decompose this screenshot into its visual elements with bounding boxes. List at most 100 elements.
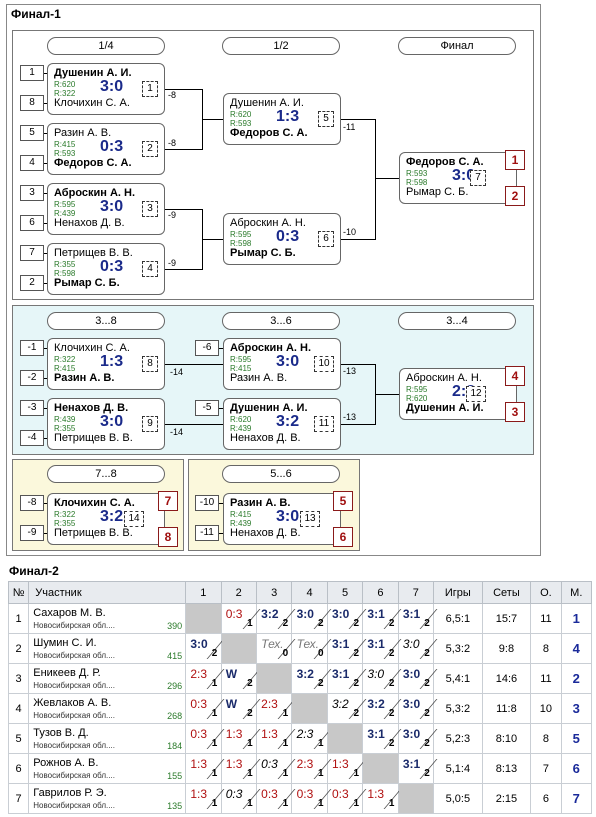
points-cell: 7 — [530, 753, 562, 784]
match-11[interactable]: Душенин А. И. R:620 3:2 R:439 Ненахов Д.… — [223, 398, 341, 450]
participant-cell[interactable]: Гаврилов Р. Э.Новосибирская обл....135 — [28, 783, 187, 814]
rating-bottom: R:415 — [230, 364, 252, 373]
result-cell[interactable]: Тех.0 — [291, 633, 331, 664]
header-col-2: 2 — [220, 581, 257, 604]
match-10[interactable]: Аброскин А. Н. R:595 3:0 R:415 Разин А. … — [223, 338, 341, 390]
stage-5-6: 5...6 — [222, 465, 340, 483]
rating-bottom: R:439 — [230, 519, 252, 528]
participant-cell[interactable]: Еникеев Д. Р.Новосибирская обл....296 — [28, 663, 187, 694]
match-1[interactable]: Душенин А. И. R:620 3:0 R:322 Клочихин С… — [47, 63, 165, 115]
match-5[interactable]: Душенин А. И. R:620 1:3 R:593 Федоров С.… — [223, 93, 341, 145]
result-score: 3:0 — [332, 607, 350, 621]
result-score: Тех. — [261, 637, 284, 651]
rating-bottom: R:355 — [54, 424, 76, 433]
place-badge: 3 — [505, 402, 525, 422]
match-6[interactable]: Аброскин А. Н. R:595 0:3 R:598 Рымар С. … — [223, 213, 341, 265]
match-12[interactable]: Аброскин А. Н. R:595 2:3 R:620 Душенин А… — [399, 368, 517, 420]
self-cell — [220, 633, 257, 664]
participant-cell[interactable]: Сахаров М. В.Новосибирская обл....390 — [28, 603, 187, 634]
self-cell — [326, 723, 364, 754]
games-cell: 5,1:4 — [433, 753, 483, 784]
match-3[interactable]: Аброскин А. Н. R:595 3:0 R:439 Ненахов Д… — [47, 183, 165, 235]
match-13[interactable]: Разин А. В. R:415 3:0 R:439 Ненахов Д. В… — [223, 493, 341, 545]
points-cell: 8 — [530, 633, 562, 664]
result-points: 1 — [318, 798, 324, 809]
stage-7-8: 7...8 — [47, 465, 165, 483]
match-score: 3:0 — [452, 167, 476, 184]
participant-cell[interactable]: Тузов В. Д.Новосибирская обл....184 — [28, 723, 187, 754]
player-bottom: Разин А. В. — [54, 372, 115, 384]
participant-cell[interactable]: Жевлаков А. В.Новосибирская обл....268 — [28, 693, 187, 724]
match-score: 3:0 — [276, 353, 300, 370]
row-number: 3 — [7, 663, 30, 694]
match-2[interactable]: Разин А. В. R:415 0:3 R:593 Федоров С. А… — [47, 123, 165, 175]
self-cell — [291, 693, 328, 724]
match-9[interactable]: Ненахов Д. В. R:439 3:0 R:355 Петрищев В… — [47, 398, 165, 450]
match-8[interactable]: Клочихин С. А. R:322 1:3 R:415 Разин А. … — [47, 338, 165, 390]
match-7[interactable]: Федоров С. А. R:593 3:0 R:598 Рымар С. Б… — [399, 152, 517, 204]
result-points: 2 — [388, 708, 395, 719]
participant-cell[interactable]: Рожнов А. В.Новосибирская обл....155 — [28, 753, 187, 784]
match-4[interactable]: Петрищев В. В. R:355 0:3 R:598 Рымар С. … — [47, 243, 165, 295]
result-score: 3:0 — [402, 637, 420, 651]
participant-region: Новосибирская обл.... — [33, 681, 115, 690]
games-cell: 5,4:1 — [433, 663, 483, 694]
result-score: W — [225, 697, 238, 711]
result-cell[interactable]: Тех.0 — [255, 633, 296, 664]
seed-box: -2 — [20, 370, 44, 386]
result-points: 2 — [247, 708, 253, 719]
result-score: 0:3 — [332, 787, 349, 801]
result-points: 2 — [282, 618, 289, 629]
participant-cell[interactable]: Шумин С. И.Новосибирская обл....415 — [28, 633, 187, 664]
match-14[interactable]: Клочихин С. А. R:322 3:2 R:355 Петрищев … — [47, 493, 165, 545]
rating-top: R:620 — [230, 110, 252, 119]
